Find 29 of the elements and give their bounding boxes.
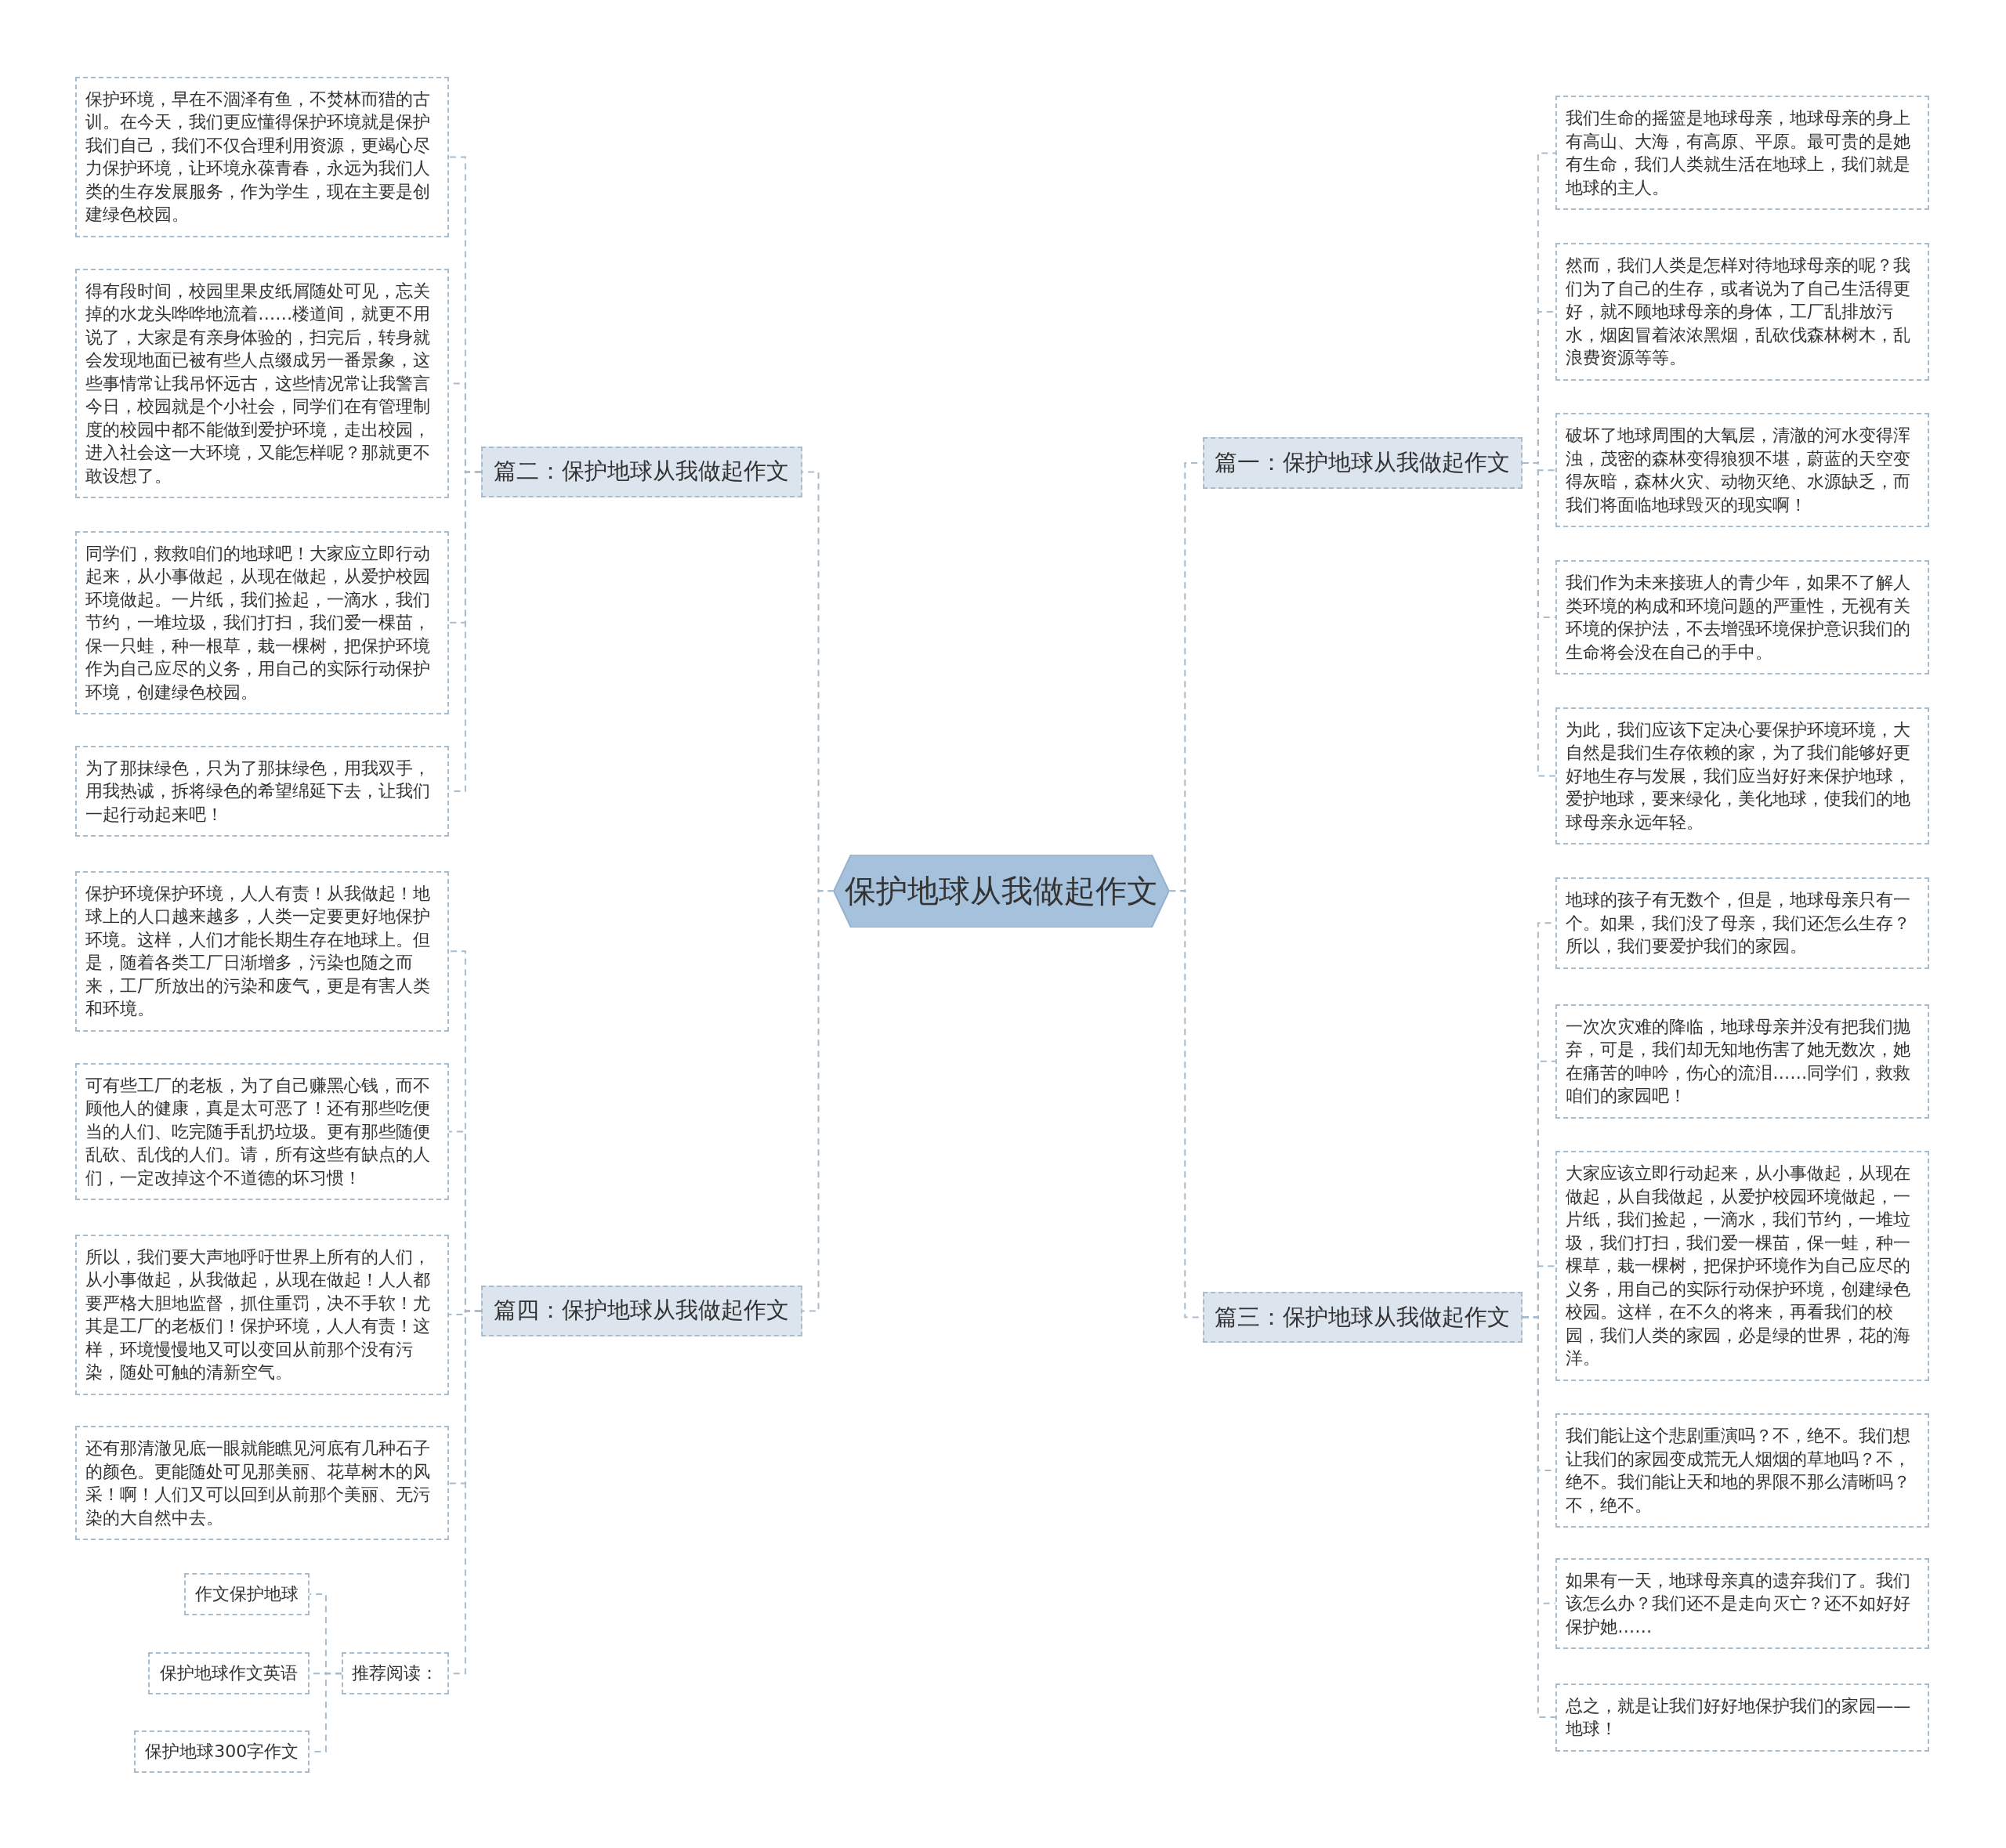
text-card: 总之，就是让我们好好地保护我们的家园——地球！	[1555, 1683, 1930, 1752]
link-box: 保护地球300字作文	[134, 1730, 310, 1773]
text-card: 得有段时间，校园里果皮纸屑随处可见，忘关掉的水龙头哗哗地流着……楼道间，就更不用说了，大家是有亲身体验的，扫完后，转身就会发现地面已被有些人点缀成另一番景象，这些事情常让我吊怀远古，这些情况常让我警言今日，校园就是个小社会，同学们在有管理制度的校园中都不能做到爱护环境，走出校园，进入社会这一大环境，又能怎样呢？那就更不敢设想了。	[75, 268, 450, 499]
branch-topic-box: 篇二：保护地球从我做起作文	[480, 446, 802, 498]
text-card: 保护环境，早在不涸泽有鱼，不焚林而猎的古训。在今天，我们更应懂得保护环境就是保护我们自己，我们不仅合理利用资源，更竭心尽力保护环境，让环境永葆青春，永远为我们人类的生存发展服务，作为学生，现在主要是创建绿色校园。	[75, 76, 450, 237]
text-card: 还有那清澈见底一眼就能瞧见河底有几种石子的颜色。更能随处可见那美丽、花草树木的风采！啊！人们又可以回到从前那个美丽、无污染的大自然中去。	[75, 1426, 450, 1541]
text-card: 所以，我们要大声地呼吁世界上所有的人们，从小事做起，从我做起，从现在做起！人人都要严格大胆地监督，抓住重罚，决不手软！尤其是工厂的老板们！保护环境，人人有责！这样，环境慢慢地又可以变回从前那个没有污染，随处可触的清新空气。	[75, 1234, 450, 1395]
link-box: 保护地球作文英语	[148, 1652, 310, 1695]
branch-topic-box: 篇一：保护地球从我做起作文	[1202, 437, 1523, 489]
text-card: 同学们，救救咱们的地球吧！大家应立即行动起来，从小事做起，从现在做起，从爱护校园环境做起。一片纸，我们捡起，一滴水，我们节约，一堆垃圾，我们打扫，我们爱一棵苗，保一只蛙，种一根草，栽一棵树，把保护环境作为自己应尽的义务，用自己的实际行动保护环境，创建绿色校园。	[75, 530, 450, 715]
link-box: 作文保护地球	[184, 1573, 310, 1616]
text-card: 大家应该立即行动起来，从小事做起，从现在做起，从自我做起，从爱护校园环境做起，一片纸，我们捡起，一滴水，我们节约，一堆垃圾，我们打扫，我们爱一棵苗，保一蛙，种一棵草，栽一棵树，把保护环境作为自己应尽的义务，用自己的实际行动保护环境，创建绿色校园。这样，在不久的将来，再看我们的校园，我们人类的家园，必是绿的世界，花的海洋。	[1555, 1151, 1930, 1381]
text-card: 可有些工厂的老板，为了自己赚黑心钱，而不顾他人的健康，真是太可恶了！还有那些吃便当的人们、吃完随手乱扔垃圾。更有那些随便乱砍、乱伐的人们。请，所有这些有缺点的人们，一定改掉这个不道德的坏习惯！	[75, 1062, 450, 1201]
link-box: 推荐阅读：	[341, 1652, 450, 1695]
text-card: 一次次灾难的降临，地球母亲并没有把我们抛弃，可是，我们却无知地伤害了她无数次，她在痛苦的呻吟，伤心的流泪……同学们，救救咱们的家园吧！	[1555, 1004, 1930, 1119]
branch-topic-box: 篇四：保护地球从我做起作文	[480, 1285, 802, 1337]
text-card: 为了那抹绿色，只为了那抹绿色，用我双手，用我热诚，拆将绿色的希望绵延下去，让我们一起行动起来吧！	[75, 745, 450, 837]
text-card: 保护环境保护环境，人人有责！从我做起！地球上的人口越来越多，人类一定要更好地保护环境。这样，人们才能长期生存在地球上。但是，随着各类工厂日渐增多，污染也随之而来，工厂所放出的污染和废气，更是有害人类和环境。	[75, 870, 450, 1032]
text-card: 地球的孩子有无数个，但是，地球母亲只有一个。如果，我们没了母亲，我们还怎么生存？所以，我们要爱护我们的家园。	[1555, 877, 1930, 969]
central-topic: 保护地球从我做起作文	[834, 854, 1170, 928]
text-card: 我们生命的摇篮是地球母亲，地球母亲的身上有高山、大海，有高原、平原。最可贵的是她有生命，我们人类就生活在地球上，我们就是地球的主人。	[1555, 96, 1930, 211]
branch-topic-box: 篇三：保护地球从我做起作文	[1202, 1291, 1523, 1344]
text-card: 我们作为未来接班人的青少年，如果不了解人类环境的构成和环境问题的严重性，无视有关环境的保护法，不去增强环境保护意识我们的生命将会没在自己的手中。	[1555, 560, 1930, 675]
connector-line	[801, 890, 835, 1312]
text-card: 破坏了地球周围的大氧层，清澈的河水变得浑浊，茂密的森林变得狼狈不堪，蔚蓝的天空变得灰暗，森林火灾、动物灭绝、水源缺乏，而我们将面临地球毁灭的现实啊！	[1555, 413, 1930, 528]
text-card: 如果有一天，地球母亲真的遗弃我们了。我们该怎么办？我们还不是走向灭亡？还不如好好保护她……	[1555, 1557, 1930, 1650]
text-card: 我们能让这个悲剧重演吗？不，绝不。我们想让我们的家园变成荒无人烟烟的草地吗？不，绝不。我们能让天和地的界限不那么清晰吗？不，绝不。	[1555, 1413, 1930, 1528]
text-card: 然而，我们人类是怎样对待地球母亲的呢？我们为了自己的生存，或者说为了自己生活得更好，就不顾地球母亲的身体，工厂乱排放污水，烟囱冒着浓浓黑烟，乱砍伐森林树木，乱浪费资源等等。	[1555, 243, 1930, 381]
text-card: 为此，我们应该下定决心要保护环境环境，大自然是我们生存依赖的家，为了我们能够好更好地生存与发展，我们应当好好来保护地球，爱护地球，要来绿化，美化地球，使我们的地球母亲永远年轻。	[1555, 707, 1930, 845]
